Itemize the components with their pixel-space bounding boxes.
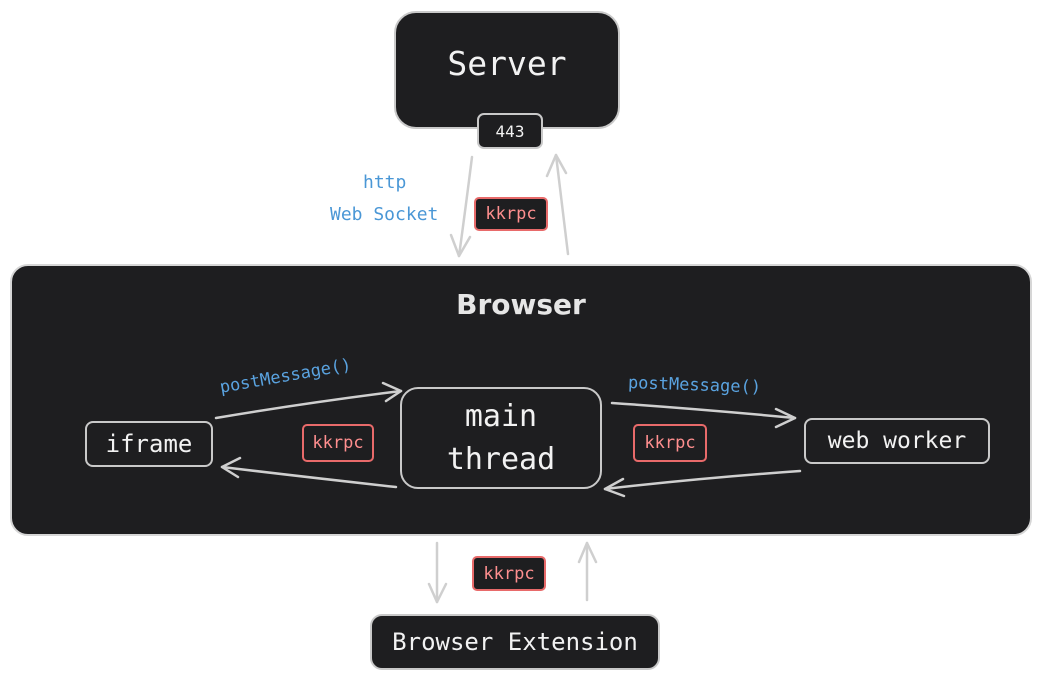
arrow-extension-to-browser-head [577,541,598,564]
arrow-server-to-browser-head [449,233,472,258]
main-thread-label-line1: main [464,398,538,434]
port-badge: 443 [477,113,543,149]
kkrpc-badge-iframe: kkrpc [302,424,374,462]
kkrpc-badge-server: kkrpc [474,197,548,231]
browser-title: Browser [456,288,586,321]
web-worker-label: web worker [827,428,967,454]
iframe-label: iframe [105,430,193,458]
browser-extension-label: Browser Extension [392,628,638,656]
main-thread-node: main thread [400,387,602,489]
arrow-browser-to-server [554,153,570,256]
protocol-http: http [363,172,407,193]
port-label: 443 [495,121,525,141]
web-worker-node: web worker [804,418,990,464]
arrow-browser-to-extension-head [427,582,448,604]
arrow-server-to-browser [457,155,474,258]
iframe-node: iframe [85,421,213,467]
kkrpc-badge-extension: kkrpc [472,556,546,591]
main-thread-label-line2: thread [446,442,556,477]
kkrpc-badge-worker: kkrpc [633,424,707,462]
server-node: Server [394,11,620,129]
protocol-websocket: Web Socket [330,204,439,225]
server-label: Server [447,43,567,83]
browser-extension-node: Browser Extension [370,614,660,670]
arrow-browser-to-server-head [545,153,568,178]
